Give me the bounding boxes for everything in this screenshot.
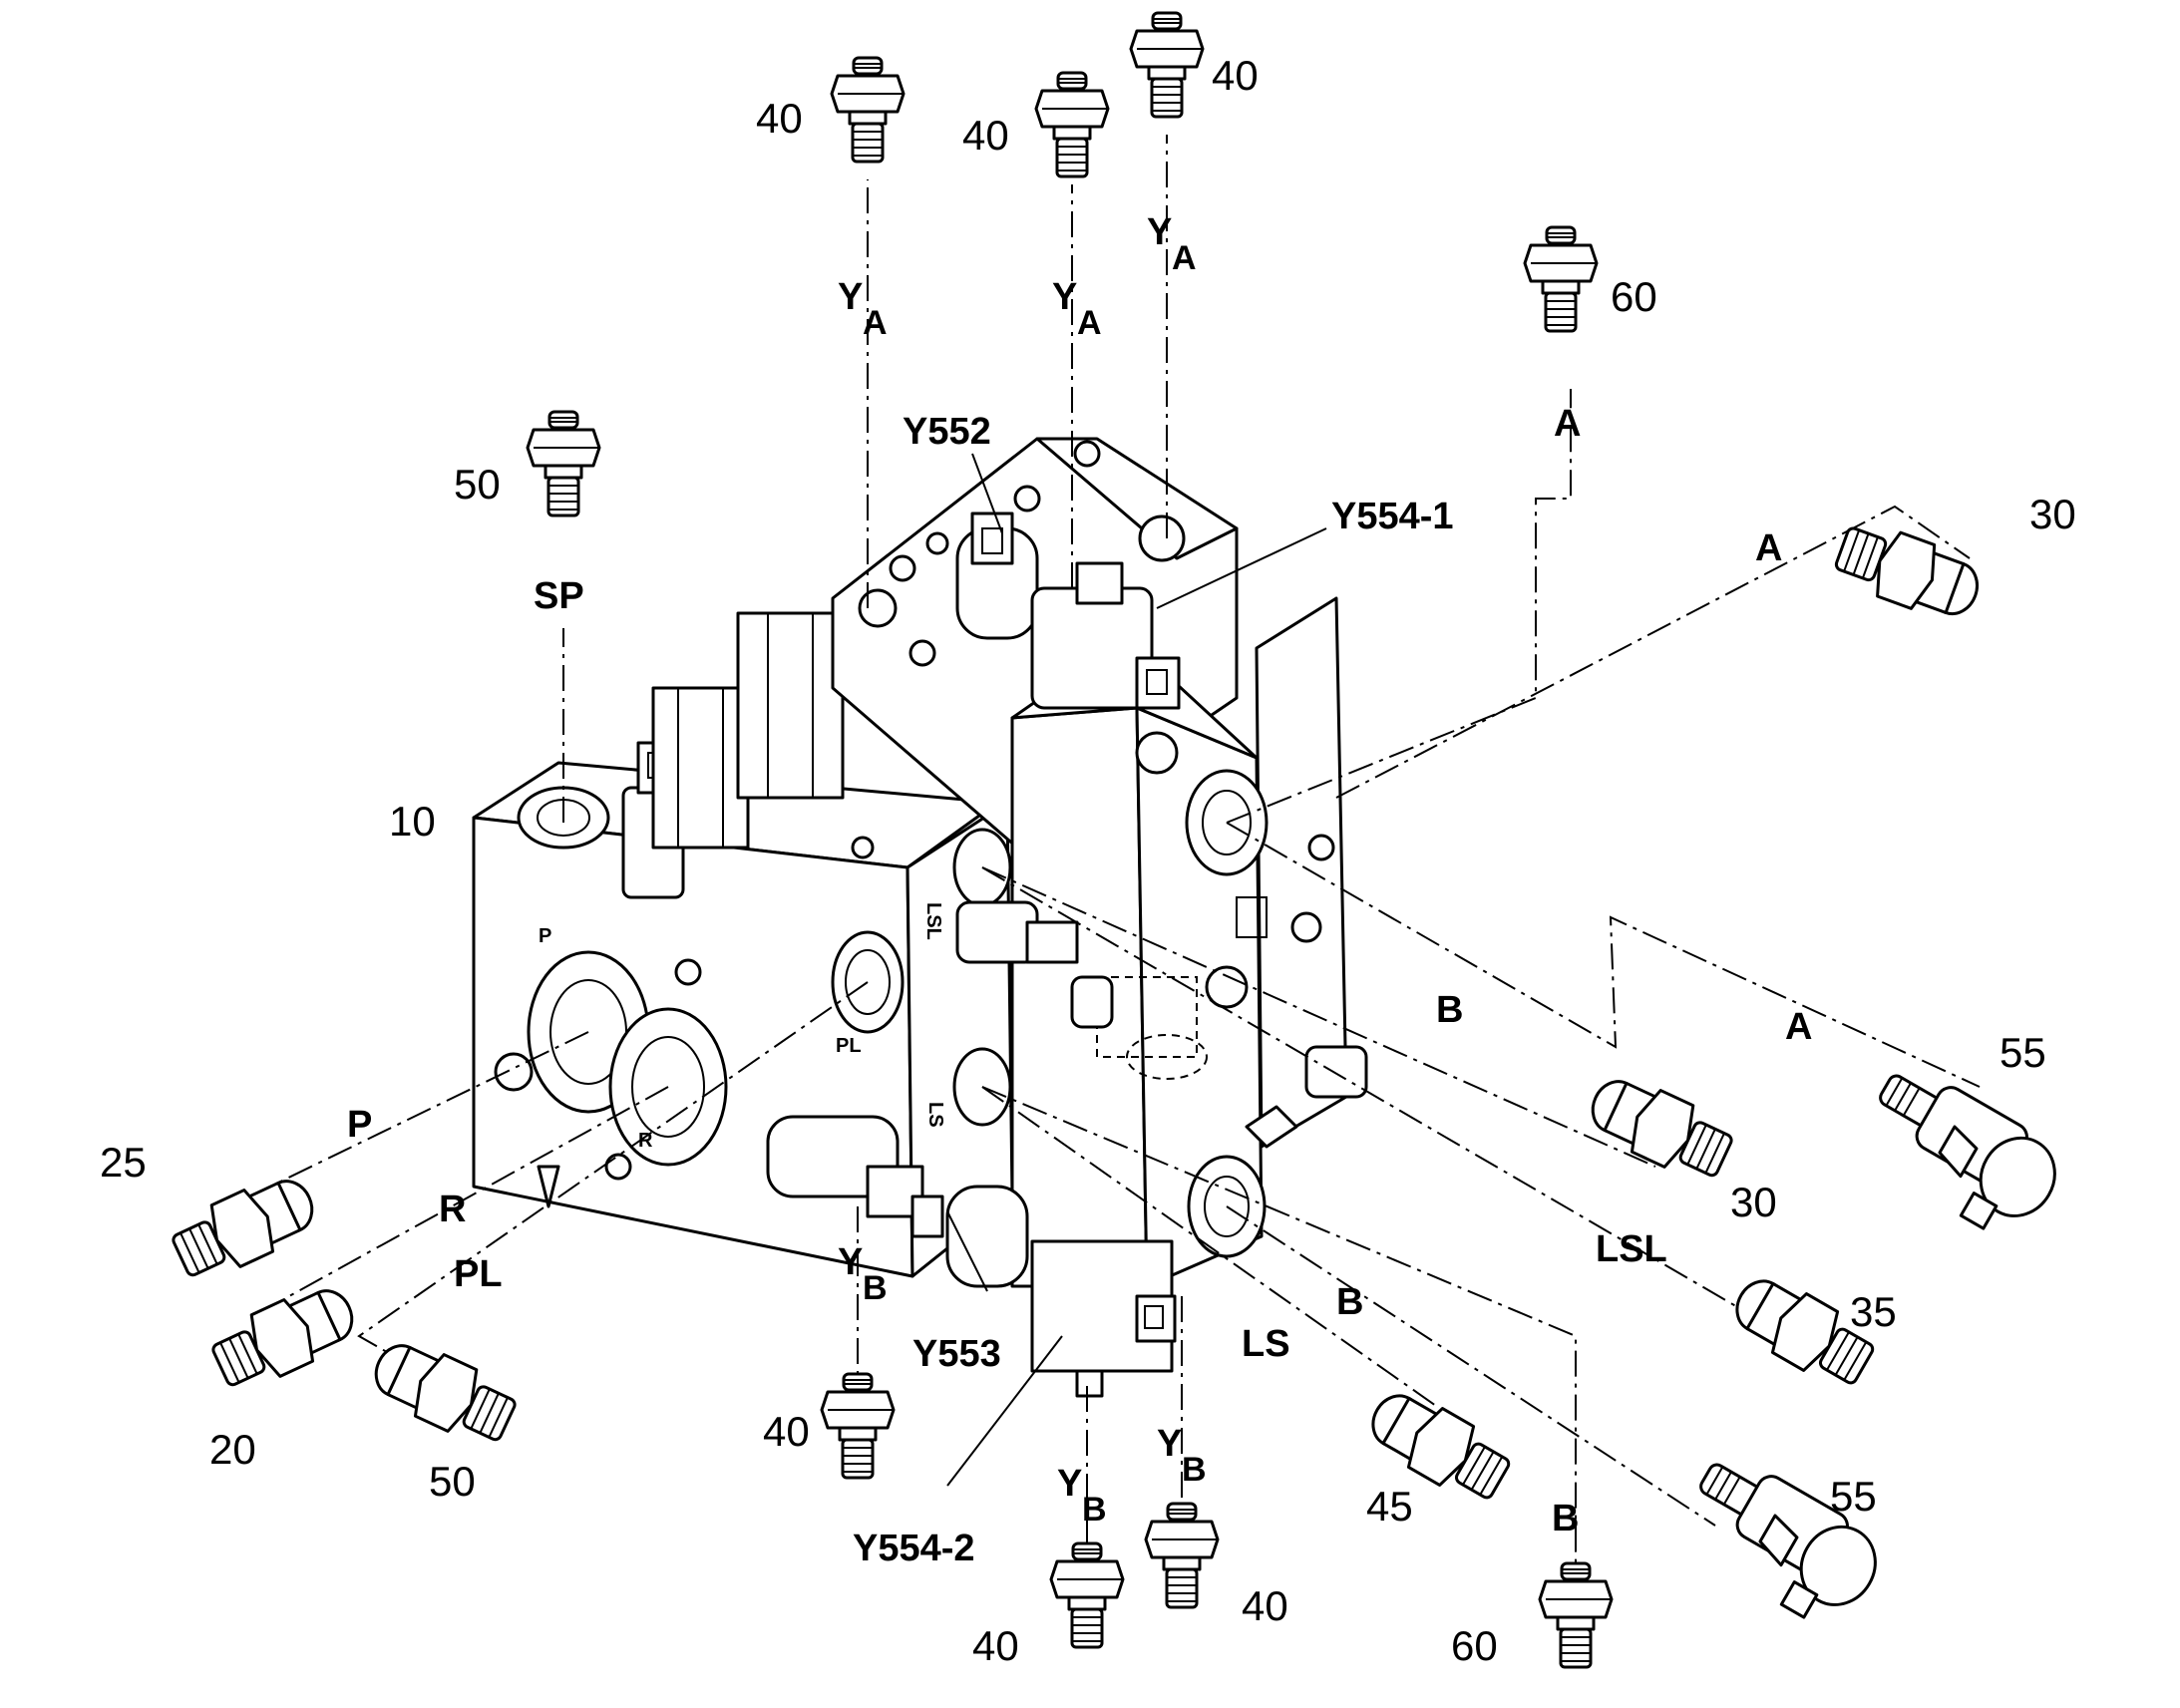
- fitting-30-a: [1829, 513, 1989, 629]
- port-ya-subscript: A: [863, 304, 888, 342]
- item-55-label: 55: [1830, 1473, 1877, 1520]
- fitting-40-ya-left: [830, 56, 906, 164]
- item-30-label: 30: [2029, 491, 2076, 537]
- item-10-label: 10: [389, 798, 436, 845]
- port-yb-subscript: B: [863, 1269, 888, 1307]
- fitting-50-sp: [526, 410, 601, 517]
- fitting-55-a: [1847, 1056, 2073, 1250]
- fitting-40-yb-left: [820, 1372, 896, 1480]
- leader-lines: [946, 453, 1327, 1487]
- port-yb-label: Y: [1057, 1463, 1082, 1505]
- fitting-20-r: [204, 1274, 365, 1400]
- item-45-label: 45: [1366, 1483, 1413, 1530]
- port-b-label: B: [1436, 989, 1463, 1031]
- port-lsl-label: LSL: [1596, 1228, 1667, 1270]
- fitting-25-p: [165, 1165, 325, 1290]
- item-40-label: 40: [756, 95, 803, 142]
- port-a-label: A: [1554, 403, 1581, 445]
- y554-1-solenoid: [1030, 586, 1154, 710]
- port-sp-label: SP: [534, 575, 584, 617]
- ls-check-valve: [955, 900, 1039, 964]
- component-y554-2-label: Y554-2: [853, 1528, 975, 1569]
- item-50-label: 50: [454, 461, 501, 508]
- centre-lines: [238, 135, 1981, 1565]
- body-mark-pl: PL: [836, 1035, 862, 1057]
- cartridge-hex-cap-left: [651, 686, 750, 850]
- port-a-label: A: [1785, 1006, 1812, 1048]
- component-y553-label: Y553: [912, 1333, 1001, 1375]
- port-ya-label: Y: [1052, 276, 1077, 318]
- port-yb-subscript: B: [1082, 1491, 1107, 1529]
- pressure-switch-lower: [766, 1115, 900, 1198]
- fitting-40-ya-mid: [1034, 71, 1110, 178]
- port-b-label: B: [1336, 1281, 1363, 1323]
- port-ya-label: Y: [1147, 211, 1172, 253]
- item-25-label: 25: [100, 1139, 147, 1186]
- port-yb-label: Y: [838, 1241, 863, 1283]
- y553-solenoid: [945, 1185, 1029, 1288]
- fitting-60-a: [1523, 225, 1599, 333]
- item-40-label: 40: [1212, 52, 1259, 99]
- port-p-label: P: [347, 1104, 372, 1146]
- item-55-label: 55: [1999, 1029, 2046, 1076]
- component-labels: Y552 Y554-1 Y553 Y554-2: [853, 411, 1454, 1569]
- component-y552-label: Y552: [903, 411, 991, 453]
- port-a-label: A: [1755, 527, 1782, 569]
- item-40-label: 40: [763, 1408, 810, 1455]
- body-mark-ls: LS: [924, 1102, 946, 1128]
- item-35-label: 35: [1850, 1288, 1897, 1335]
- port-b-label: B: [1552, 1498, 1579, 1539]
- cartridge-hex-cap-right: [736, 611, 845, 800]
- valve-block-assembly: P R PL LSL LS: [389, 437, 1368, 1398]
- fitting-40-ya-right: [1129, 11, 1205, 119]
- item-number-labels: 40 40 40 60 50 30 55 30 35 55 45 25 20 5…: [100, 52, 2076, 1669]
- fitting-40-yb-right: [1144, 1502, 1220, 1609]
- fitting-60-b: [1538, 1561, 1614, 1669]
- port-ya-subscript: A: [1077, 304, 1102, 342]
- port-r-label: R: [439, 1189, 466, 1230]
- port-ya-label: Y: [838, 276, 863, 318]
- fitting-50-pl: [363, 1329, 524, 1455]
- body-mark-p: P: [539, 925, 551, 947]
- port-pl-label: PL: [454, 1253, 503, 1295]
- item-40-label: 40: [1242, 1582, 1288, 1629]
- item-20-label: 20: [209, 1426, 256, 1473]
- body-mark-lsl: LSL: [922, 902, 944, 940]
- component-y554-1-label: Y554-1: [1331, 496, 1454, 537]
- port-ya-subscript: A: [1172, 239, 1197, 277]
- item-40-label: 40: [962, 112, 1009, 159]
- item-40-label: 40: [972, 1622, 1019, 1669]
- item-60-label: 60: [1451, 1622, 1498, 1669]
- port-labels: Y A Y A Y A A A A B LSL B LS B SP P R PL…: [347, 211, 1812, 1539]
- item-30-label: 30: [1730, 1179, 1777, 1225]
- body-mark-r: R: [638, 1130, 653, 1152]
- item-50-label: 50: [429, 1458, 476, 1505]
- port-ls-label: LS: [1242, 1323, 1290, 1365]
- port-yb-label: Y: [1157, 1423, 1182, 1465]
- fitting-30-b: [1580, 1065, 1740, 1191]
- item-60-label: 60: [1611, 273, 1657, 320]
- fitting-40-yb-mid: [1049, 1541, 1125, 1649]
- port-yb-subscript: B: [1182, 1451, 1207, 1489]
